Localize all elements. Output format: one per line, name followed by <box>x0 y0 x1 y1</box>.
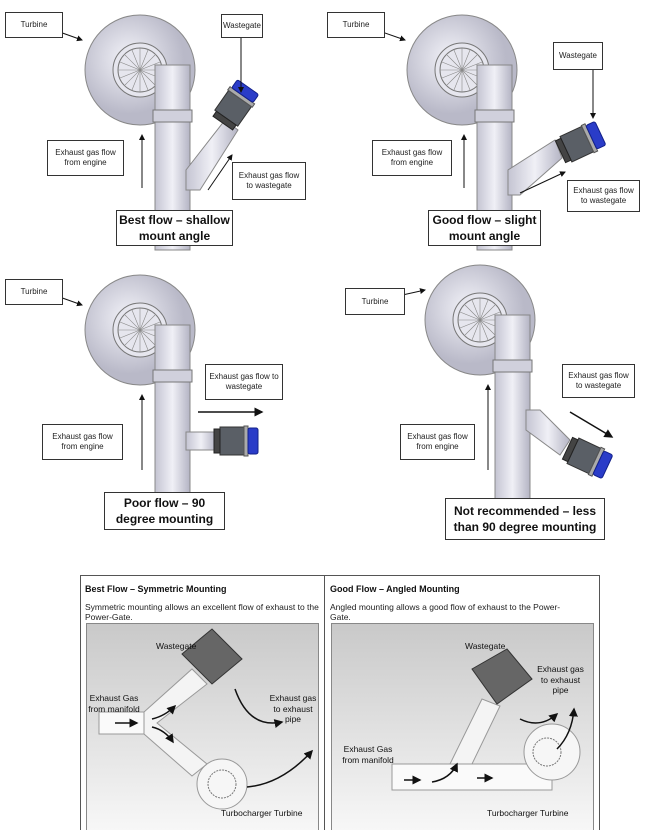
column-title: Best Flow – Symmetric Mounting <box>85 584 227 594</box>
caption-not-recommended: Not recommended – less than 90 degree mou… <box>445 498 605 540</box>
wastegate-label: Wastegate <box>221 14 263 38</box>
flow-wastegate-label: Exhaust gas flow to wastegate <box>232 162 306 200</box>
label-line: to exhaust <box>540 674 581 685</box>
turbine-label: Turbocharger Turbine <box>221 808 303 818</box>
caption-line: Poor flow – 90 <box>123 495 206 510</box>
flow-engine-label: Exhaust gas flow from engine <box>47 140 124 176</box>
flow-engine-label: Exhaust gas flow from engine <box>372 140 452 176</box>
panel-3-art <box>39 274 264 511</box>
label-line: Exhaust gas <box>537 664 584 674</box>
wastegate-label: Wastegate <box>465 641 506 651</box>
label-line: from manifold <box>342 754 394 765</box>
flow-wastegate-label: Exhaust gas flow to wastegate <box>567 180 640 212</box>
turbine-label: Turbine <box>345 288 405 315</box>
label-line: Exhaust gas <box>269 693 317 703</box>
label-line: to exhaust <box>273 703 313 714</box>
wastegate-label: Wastegate <box>553 42 603 70</box>
label-line: Exhaust Gas <box>343 744 393 754</box>
turbine-label: Turbine <box>5 279 63 305</box>
flow-engine-label: Exhaust gas flow from engine <box>400 424 475 460</box>
flow-wastegate-label: Exhaust gas flow to wastegate <box>205 364 283 400</box>
caption-line: degree mounting <box>115 512 214 526</box>
label-line: pipe <box>284 714 302 725</box>
turbine-label: Turbocharger Turbine <box>487 808 569 818</box>
caption-line: Not recommended – less <box>453 503 597 518</box>
caption-best-flow: Best flow – shallow mount angle <box>116 210 233 246</box>
caption-poor-flow: Poor flow – 90 degree mounting <box>104 492 225 530</box>
column-divider <box>324 576 325 830</box>
angled-mounting-drawing <box>391 648 581 791</box>
caption-good-flow: Good flow – slight mount angle <box>428 210 541 246</box>
symmetric-mounting-column: Best Flow – Symmetric Mounting Symmetric… <box>81 576 324 830</box>
label-line: pipe <box>552 685 569 696</box>
caption-line: mount angle <box>138 229 211 243</box>
caption-line: Best flow – shallow <box>119 212 230 227</box>
angled-mounting-image <box>331 623 594 830</box>
column-description: Symmetric mounting allows an excellent f… <box>85 602 319 623</box>
column-title: Good Flow – Angled Mounting <box>330 584 460 594</box>
caption-line: Good flow – slight <box>432 212 537 227</box>
wastegate-label: Wastegate <box>156 641 197 651</box>
symmetric-mounting-drawing <box>98 628 314 810</box>
column-description: Angled mounting allows a good flow of ex… <box>330 602 561 623</box>
symmetric-mounting-image <box>86 623 319 830</box>
caption-line: mount angle <box>448 229 521 243</box>
label-line: Exhaust Gas <box>89 693 139 703</box>
mounting-comparison-table: Best Flow – Symmetric Mounting Symmetric… <box>80 575 600 830</box>
flow-engine-label: Exhaust gas flow from engine <box>42 424 123 460</box>
turbine-label: Turbine <box>5 12 63 38</box>
caption-line: than 90 degree mounting <box>453 520 597 534</box>
label-line: from manifold <box>88 703 140 714</box>
turbo-illustrations <box>39 14 615 511</box>
angled-mounting-column: Good Flow – Angled Mounting Angled mount… <box>325 576 601 830</box>
turbine-label: Turbine <box>327 12 385 38</box>
flow-wastegate-label: Exhaust gas flow to wastegate <box>562 364 635 398</box>
